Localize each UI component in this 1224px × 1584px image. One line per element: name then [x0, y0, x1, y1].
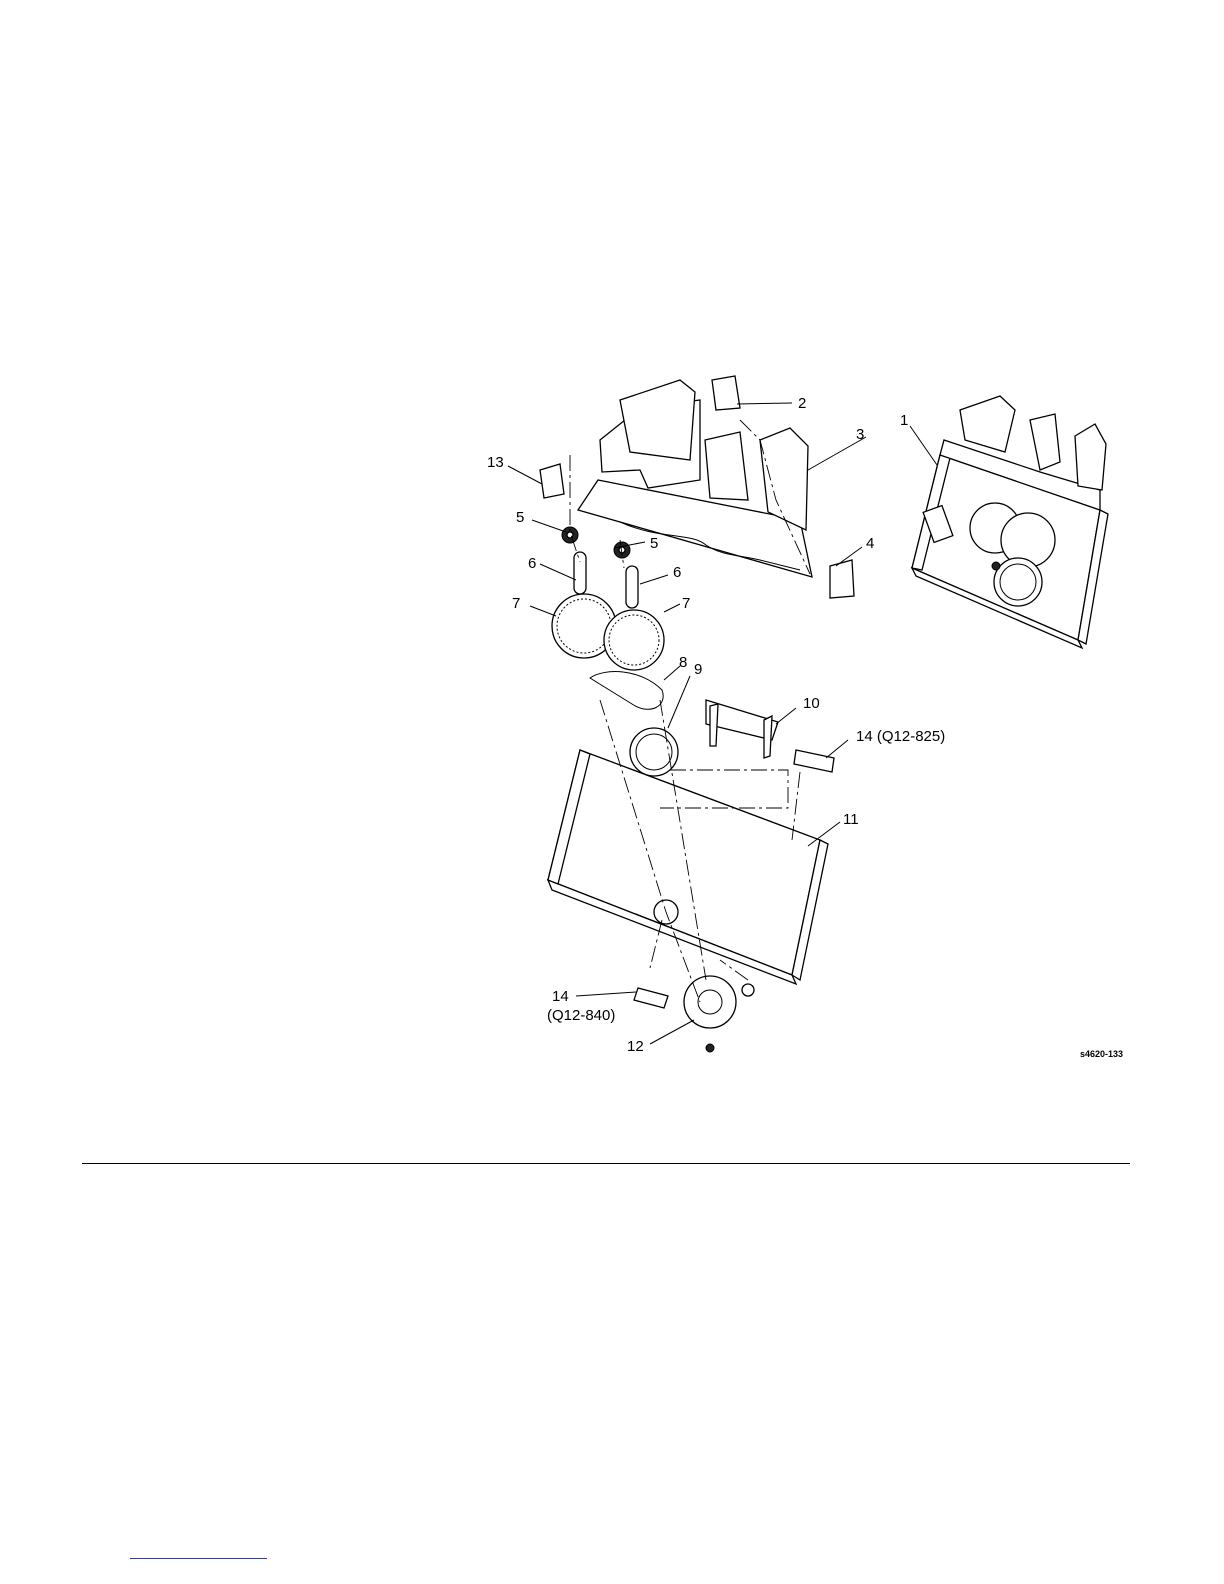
- footer-link-underline[interactable]: [130, 1558, 267, 1559]
- callout-3: 3: [856, 426, 864, 443]
- callout-10: 10: [803, 695, 820, 712]
- callout-7-left: 7: [512, 595, 520, 612]
- exploded-view-illustration: [508, 376, 937, 1052]
- callout-9: 9: [694, 661, 702, 678]
- callout-1: 1: [900, 412, 908, 429]
- callout-11: 11: [843, 811, 859, 828]
- callout-14-lower: 14: [552, 988, 569, 1005]
- callout-13: 13: [487, 454, 504, 471]
- callout-6-left: 6: [528, 555, 536, 572]
- callout-6-right: 6: [673, 564, 681, 581]
- callout-14-lower-ref: (Q12-840): [547, 1007, 615, 1024]
- callout-2: 2: [798, 395, 806, 412]
- callout-12: 12: [627, 1038, 644, 1055]
- callout-7-right: 7: [682, 595, 690, 612]
- callout-5-right: 5: [650, 535, 658, 552]
- callout-5-left: 5: [516, 509, 524, 526]
- callout-14-upper: 14 (Q12-825): [856, 728, 945, 745]
- section-divider: [82, 1163, 1130, 1164]
- figure-id: s4620-133: [1080, 1049, 1123, 1059]
- assembled-unit-illustration: [912, 396, 1108, 648]
- callout-4: 4: [866, 535, 874, 552]
- callout-8: 8: [679, 654, 687, 671]
